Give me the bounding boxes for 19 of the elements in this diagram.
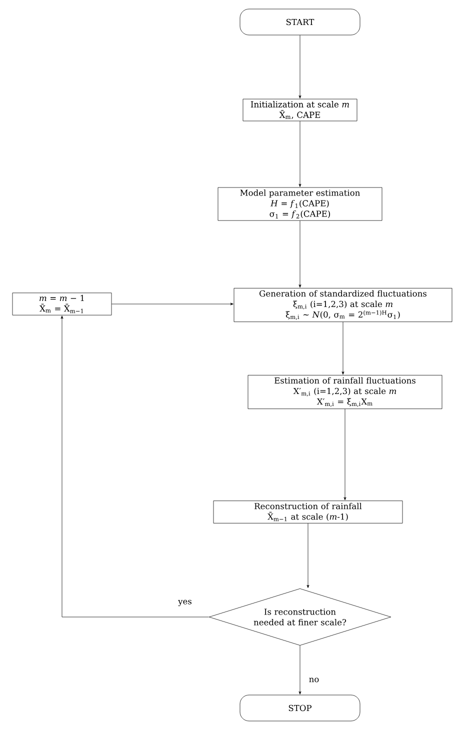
terminal-box: START <box>240 8 360 36</box>
arrow <box>344 408 346 500</box>
process-box: Generation of standardized fluctuations ξ$_{m,i}$ (i=1,2,3) at scale m ξ$_{m,i}$ ∼ N(0, σ$_{m}$ = 2$^{(m−1)H}$σ$_{1}$) <box>234 288 452 322</box>
process-box: Estimation of rainfall fluctuations X′$_{m,i}$ (i=1,2,3) at scale m X′$_{m,i}$ = ξ$_{m,i}$X$_{m}$ <box>248 375 442 410</box>
arrow <box>306 523 310 588</box>
arrow <box>298 220 302 288</box>
arrow <box>112 302 234 306</box>
terminal-box: STOP <box>240 694 360 722</box>
arrow <box>298 645 302 694</box>
arrow <box>342 322 344 375</box>
process-box: Model parameter estimation H = f$_{1}$(CAPE) σ$_{1}$ = f$_{2}$(CAPE) <box>218 187 382 221</box>
edge-label: yes <box>177 598 193 608</box>
arrow <box>298 35 302 98</box>
process-box: m = m − 1 X̄$_{m}$ = X̄$_{m−1}$ <box>12 292 112 316</box>
edge-label: no <box>308 676 320 684</box>
process-box: Reconstruction of rainfall X̄$_{m−1}$ at scale (m-1) <box>213 500 403 524</box>
arrow <box>60 316 210 618</box>
arrow <box>298 120 302 187</box>
process-box: Initialization at scale m X̄$_{m}$, CAPE <box>242 98 358 122</box>
